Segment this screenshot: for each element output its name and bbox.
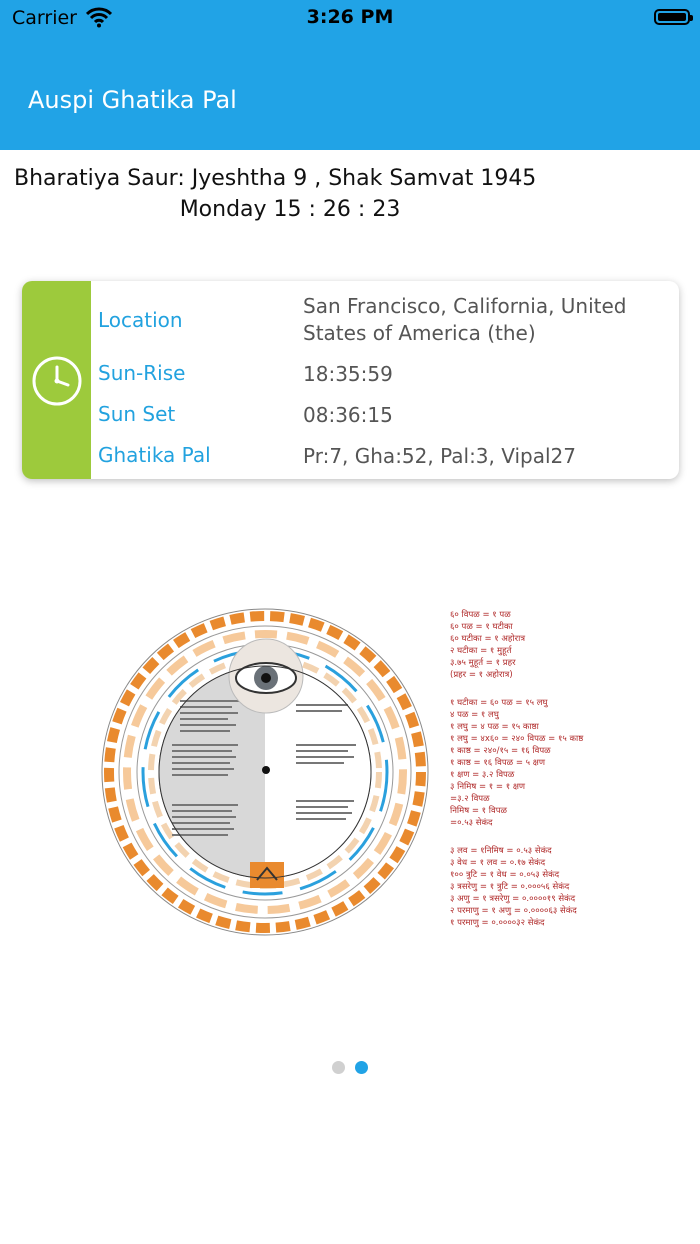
ghatika-dial-image[interactable]: ६० विपळ = १ पळ ६० पळ = १ घटीका ६० घटीका …	[100, 604, 600, 944]
legend-line: १ घटीका = ६० पळ = १५ लघु	[450, 697, 549, 708]
legend-line: ३ निमिष = १ = १ क्षण	[450, 781, 526, 792]
page-dot-active[interactable]	[355, 1061, 368, 1074]
card-accent	[22, 281, 91, 479]
sunset-label: Sun Set	[98, 402, 176, 426]
page-dot[interactable]	[332, 1061, 345, 1074]
status-bar: Carrier 3:26 PM	[0, 0, 700, 40]
info-card: Location San Francisco, California, Unit…	[22, 281, 679, 479]
legend-line: ३ अणु = १ त्रसरेणु = ०.००००१९ सेकंद	[450, 893, 576, 904]
legend-line: =३.२ विपळ	[450, 793, 490, 804]
legend-line: १ लघु = ४ पळ = १५ काष्ठा	[450, 722, 540, 732]
sunset-value: 08:36:15	[303, 403, 393, 427]
legend-line: ३ त्रसरेणु = १ त्रुटि = ०.०००५६ सेकंद	[450, 881, 570, 892]
location-row: Location San Francisco, California, Unit…	[98, 293, 668, 353]
legend-line: ६० विपळ = १ पळ	[450, 609, 511, 620]
legend-line: १ क्षण = ३.२ विपळ	[450, 769, 515, 780]
legend-line: १ काष्ठ = २४०/१५ = १६ विपळ	[450, 745, 551, 756]
legend-line: ४ पळ = १ लघु	[450, 710, 500, 720]
legend-line: ६० घटीका = १ अहोरात्र	[450, 633, 525, 644]
legend-line: ६० पळ = १ घटीका	[450, 621, 514, 632]
page-indicator[interactable]	[0, 1059, 700, 1078]
sunrise-value: 18:35:59	[303, 362, 393, 386]
legend-line: १ काष्ठ = १६ विपळ = ५ क्षण	[450, 757, 546, 768]
legend-line: ३ लव = १निमिष = ०.५३ सेकंद	[450, 845, 552, 856]
location-label: Location	[98, 308, 183, 332]
legend-line: निमिष = १ विपळ	[450, 805, 508, 816]
ghatika-dial	[101, 608, 429, 936]
ghatika-label: Ghatika Pal	[98, 443, 211, 467]
legend-line: १ लघु = ४x६० = २४० विपळ = १५ काष्ठ	[450, 733, 584, 744]
battery-icon	[654, 9, 693, 25]
status-time: 3:26 PM	[306, 6, 394, 28]
legend-line: २ घटीका = १ मुहूर्त	[450, 645, 512, 656]
ghatika-value: Pr:7, Gha:52, Pal:3, Vipal27	[303, 444, 576, 468]
legend-line: २ परमाणु = १ अणु = ०.००००६३ सेकंद	[450, 905, 577, 916]
legend-line: (प्रहर = १ अहोरात्र)	[450, 669, 513, 680]
navigation-bar: Carrier 3:26 PM Auspi Ghatika Pal	[0, 0, 700, 150]
wifi-icon	[85, 6, 113, 33]
saur-date: Bharatiya Saur: Jyeshtha 9 , Shak Samvat…	[14, 166, 537, 191]
weekday-time: Monday 15 : 26 : 23	[179, 197, 401, 222]
sunrise-label: Sun-Rise	[98, 361, 186, 385]
location-value: San Francisco, California, United States…	[303, 294, 627, 345]
legend-line: ३ वेध = १ लव = ०.१७ सेकंद	[450, 857, 546, 868]
legend-line: १ परमाणु = ०.००००३२ सेकंद	[450, 917, 545, 928]
app-title: Auspi Ghatika Pal	[28, 86, 237, 114]
legend-line: =०.५३ सेकंद	[450, 817, 493, 828]
legend-line: ३.७५ मुहूर्त = १ प्रहर	[450, 657, 516, 668]
clock-icon	[32, 356, 82, 406]
legend-line: १०० त्रुटि = १ वेध = ०.०५३ सेकंद	[450, 869, 560, 880]
carrier-label: Carrier	[12, 7, 77, 29]
